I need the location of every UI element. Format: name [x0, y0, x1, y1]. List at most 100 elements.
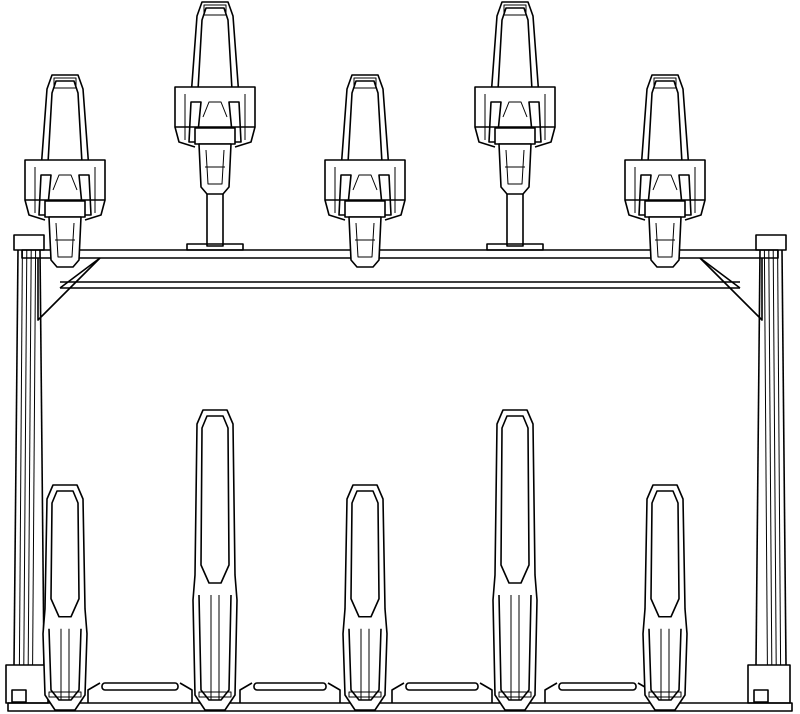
- bracket-wing: [174, 126, 196, 148]
- bracket-wing: [84, 199, 106, 221]
- bracket-housing: [324, 159, 406, 201]
- floor-tray: [87, 682, 193, 703]
- support-post: [206, 191, 224, 247]
- bracket-wing: [624, 199, 646, 221]
- bracket-housing: [624, 159, 706, 201]
- post-edge: [13, 249, 19, 666]
- tray-lower: [348, 216, 382, 268]
- post-edge: [755, 249, 761, 666]
- floor-tray: [391, 682, 493, 703]
- post-rail: [18, 249, 23, 666]
- tray-lower: [498, 143, 532, 195]
- tray-end: [179, 682, 193, 703]
- tray-end: [391, 682, 405, 703]
- bracket-housing: [174, 86, 256, 128]
- arm-tip: [503, 4, 527, 16]
- pivot-center: [652, 174, 678, 191]
- rack-frame: [5, 234, 793, 712]
- arm-tip: [203, 4, 227, 16]
- right-gusset-edge: [699, 257, 741, 289]
- tray-end: [544, 682, 558, 703]
- tray-end: [479, 682, 493, 703]
- channel-lower: [48, 628, 82, 701]
- floor-tray: [544, 682, 651, 703]
- post-cap: [755, 234, 787, 251]
- tray-lower: [198, 143, 232, 195]
- arm-tip: [353, 77, 377, 89]
- channel-lower: [648, 628, 682, 701]
- lower-wheel-channel: [492, 409, 538, 711]
- base-rail: [7, 702, 793, 712]
- upper-lift-tray: [624, 74, 706, 268]
- support-post: [506, 191, 524, 247]
- channel-inner: [50, 490, 80, 618]
- pivot-center: [352, 174, 378, 191]
- lower-wheel-channel: [342, 484, 388, 711]
- tray-top: [405, 682, 479, 691]
- pivot-center: [502, 101, 528, 118]
- right-gusset: [699, 257, 763, 321]
- post-rail: [777, 249, 782, 666]
- channel-outline: [192, 409, 238, 711]
- channel-lower: [498, 594, 532, 701]
- floor-tray: [239, 682, 341, 703]
- channel-foot: [198, 691, 232, 698]
- left-post: [5, 234, 49, 704]
- post-rail: [32, 249, 37, 666]
- channel-foot: [498, 691, 532, 698]
- channel-inner: [650, 490, 680, 618]
- bracket-wing: [324, 199, 346, 221]
- clamp-block: [44, 200, 86, 218]
- post-edge: [39, 249, 45, 666]
- tray-end: [327, 682, 341, 703]
- bracket-wing: [384, 199, 406, 221]
- tray-top: [101, 682, 179, 691]
- upper-tier: [24, 1, 706, 268]
- bracket-wing: [474, 126, 496, 148]
- channel-lower: [348, 628, 382, 701]
- pivot-center: [52, 174, 78, 191]
- bracket-wing: [534, 126, 556, 148]
- post-cap: [13, 234, 45, 251]
- bracket-housing: [24, 159, 106, 201]
- clamp-block: [494, 127, 536, 145]
- upper-lift-tray: [174, 1, 256, 251]
- channel-lower: [198, 594, 232, 701]
- arm-tip: [53, 77, 77, 89]
- channel-outline: [642, 484, 688, 711]
- post-rail: [23, 249, 28, 666]
- channel-outline: [42, 484, 88, 711]
- foot-bolt: [753, 689, 769, 703]
- post-base-plate: [186, 243, 244, 251]
- tray-top: [253, 682, 327, 691]
- channel-outline: [492, 409, 538, 711]
- upper-lift-tray: [24, 74, 106, 268]
- pivot-center: [202, 101, 228, 118]
- channel-inner: [350, 490, 380, 618]
- foot-bolt: [11, 689, 27, 703]
- tray-end: [87, 682, 101, 703]
- arm-tip: [653, 77, 677, 89]
- post-edge: [781, 249, 787, 666]
- channel-foot: [648, 691, 682, 698]
- lower-wheel-channel: [642, 484, 688, 711]
- tray-lower: [648, 216, 682, 268]
- clamp-block: [644, 200, 686, 218]
- left-gusset-edge: [59, 257, 101, 289]
- post-rail: [772, 249, 777, 666]
- clamp-block: [344, 200, 386, 218]
- bracket-wing: [24, 199, 46, 221]
- upper-lift-tray: [324, 74, 406, 268]
- tray-lower: [48, 216, 82, 268]
- lower-wheel-channel: [192, 409, 238, 711]
- channel-foot: [348, 691, 382, 698]
- post-rail: [27, 249, 32, 666]
- post-rail: [763, 249, 768, 666]
- tray-top: [558, 682, 637, 691]
- bracket-wing: [684, 199, 706, 221]
- channel-inner: [500, 415, 530, 584]
- post-rail: [768, 249, 773, 666]
- channel-inner: [200, 415, 230, 584]
- bracket-wing: [234, 126, 256, 148]
